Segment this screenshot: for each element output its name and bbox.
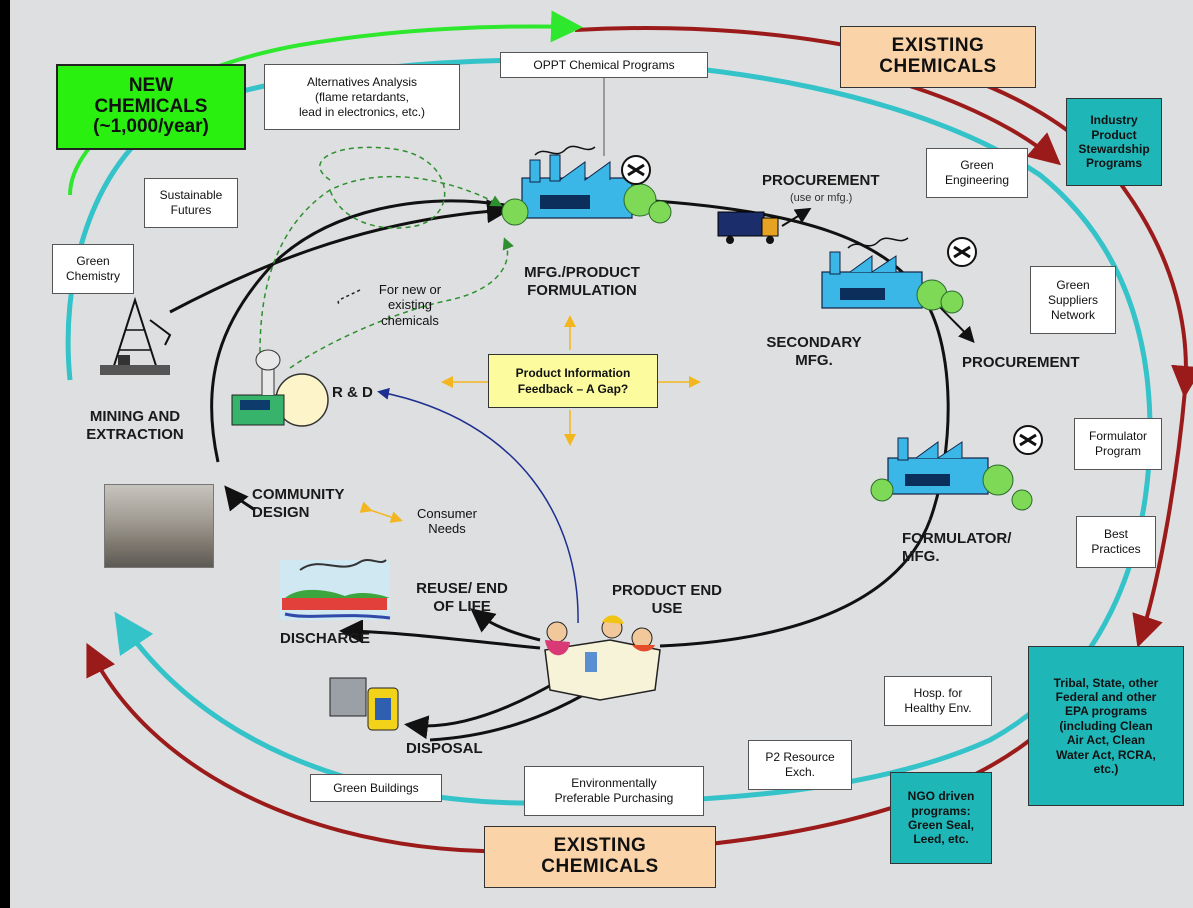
discharge-label: DISCHARGE [280, 630, 371, 647]
product-end-use-icon [544, 615, 661, 701]
middle-ring-left [65, 128, 152, 381]
factory-secondary-icon [821, 237, 977, 314]
rd-label: R & D [332, 384, 373, 401]
secondary-mfg-label: SECONDARY MFG. [766, 334, 862, 369]
new-chemicals-box: NEW CHEMICALS (~1,000/year) [56, 64, 246, 150]
arrow-to-disposal [404, 678, 561, 740]
arrow-secondary-procurement [937, 304, 975, 343]
formulator-program-box: Formulator Program [1074, 418, 1162, 470]
green-buildings-box: Green Buildings [310, 774, 442, 802]
consumer-needs-label: Consumer Needs [417, 506, 477, 537]
alternatives-analysis-box: Alternatives Analysis (flame retardants,… [264, 64, 460, 130]
sustainable-futures-box: Sustainable Futures [144, 178, 238, 228]
procurement-top-label: PROCUREMENT [762, 172, 880, 189]
green-engineering-box: Green Engineering [926, 148, 1028, 198]
disposal-label: DISPOSAL [406, 740, 483, 757]
industry-stewardship-box: Industry Product Stewardship Programs [1066, 98, 1162, 186]
dashed-loop-1 [259, 175, 503, 353]
product-info-gap-box: Product Information Feedback – A Gap? [488, 354, 658, 408]
hosp-healthy-env-box: Hosp. for Healthy Env. [884, 676, 992, 726]
best-practices-box: Best Practices [1076, 516, 1156, 568]
ngo-programs-box: NGO driven programs: Green Seal, Leed, e… [890, 772, 992, 864]
green-chemistry-box: Green Chemistry [52, 244, 134, 294]
green-suppliers-box: Green Suppliers Network [1030, 266, 1116, 334]
factory-mfg-icon [501, 145, 672, 226]
consumer-needs-arrow [359, 501, 403, 523]
mfg-formulation-label: MFG./PRODUCT FORMULATION [524, 264, 640, 299]
arrow-truck-procurement [781, 207, 812, 227]
procurement-right-label: PROCUREMENT [962, 354, 1080, 371]
procurement-top-note: (use or mfg.) [790, 192, 853, 204]
mining-extraction-label: MINING AND EXTRACTION [86, 408, 184, 443]
inner-cycle-bottom-right [659, 519, 932, 648]
arrow-to-community [224, 485, 256, 512]
disposal-icon [329, 677, 399, 731]
discharge-scene-icon [280, 559, 391, 620]
existing-chemicals-bottom-box: EXISTING CHEMICALS [484, 826, 716, 888]
reuse-end-of-life-label: REUSE/ END OF LIFE [416, 580, 508, 615]
epp-box: Environmentally Preferable Purchasing [524, 766, 704, 816]
existing-chemicals-top-box: EXISTING CHEMICALS [840, 26, 1036, 88]
arrow-to-discharge [339, 619, 541, 650]
rd-feedback-line [377, 387, 579, 624]
factory-formulator-icon [870, 425, 1043, 511]
formulator-mfg-label: FORMULATOR/ MFG. [902, 530, 1012, 565]
outer-ring-arc-right [1132, 389, 1187, 648]
product-end-use-label: PRODUCT END USE [611, 582, 722, 617]
inner-cycle-left [210, 199, 506, 463]
inner-cycle-top [169, 199, 511, 314]
community-photo [104, 484, 214, 568]
community-design-label: COMMUNITY DESIGN [252, 486, 345, 521]
arrow-to-reuse [470, 608, 541, 642]
outer-ring-arc-bottom [86, 642, 1032, 855]
rd-plant-icon [231, 349, 329, 427]
truck-icon [717, 211, 779, 244]
mining-rig-icon [100, 296, 172, 375]
dashed-loop-2 [289, 237, 514, 369]
new-or-existing-label: For new or existing chemicals [378, 282, 442, 328]
p2-resource-box: P2 Resource Exch. [748, 740, 852, 790]
tribal-state-programs-box: Tribal, State, other Federal and other E… [1028, 646, 1184, 806]
oppt-programs-box: OPPT Chemical Programs [500, 52, 708, 78]
